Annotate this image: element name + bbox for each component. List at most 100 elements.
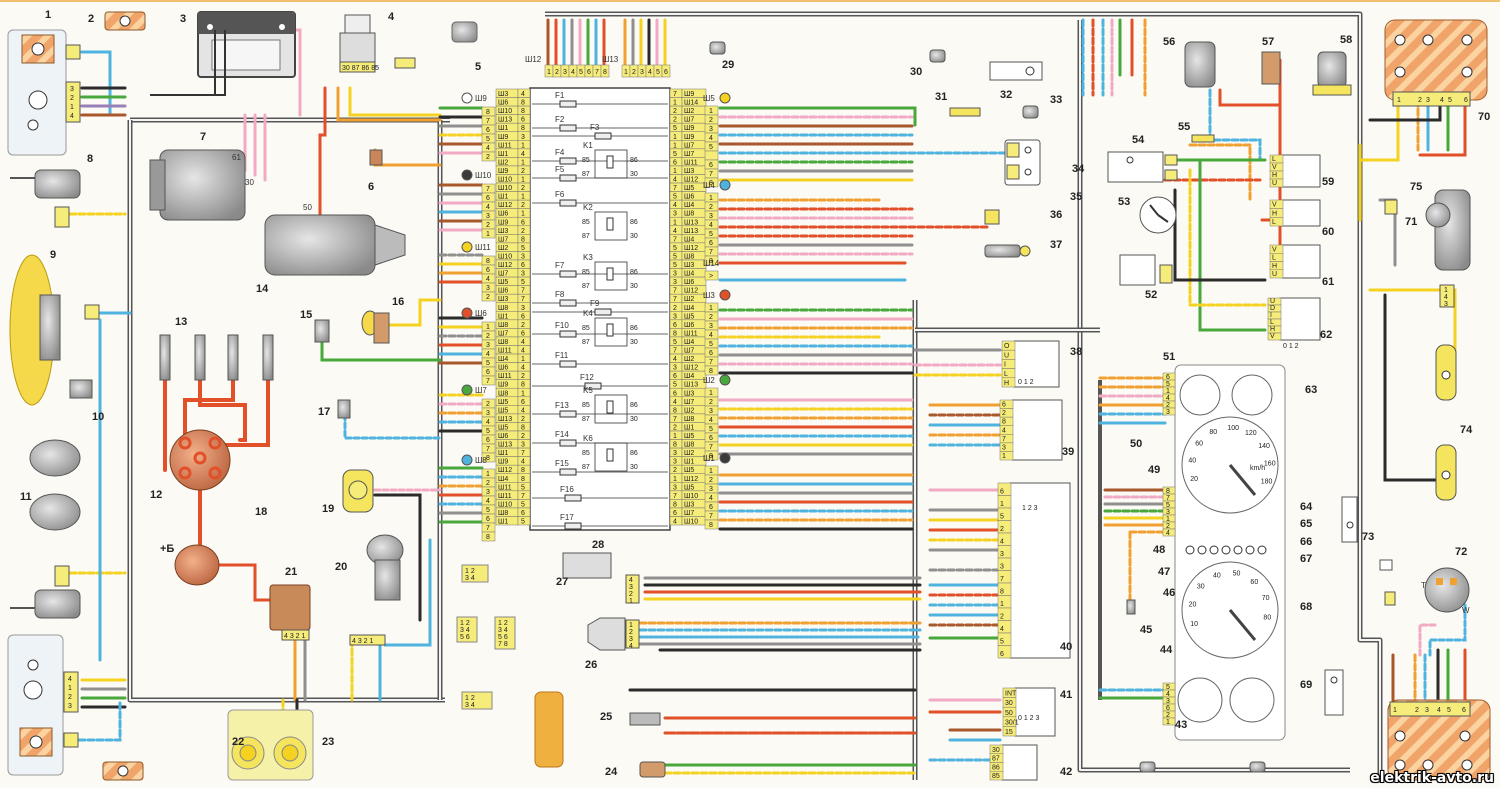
connector-pin: 8 xyxy=(486,109,490,116)
component-4-starter-relay: 30 87 86 85 xyxy=(339,14,379,73)
label-c64: 64 xyxy=(1300,501,1313,513)
pin-connector: Ш7 xyxy=(498,271,508,278)
connector-pin: 3 xyxy=(709,126,713,133)
connector-pin: 7 xyxy=(709,171,713,178)
pin-number: 6 xyxy=(521,313,525,320)
pin-connector: Ш8 xyxy=(498,390,508,397)
svg-text:5: 5 xyxy=(1448,97,1452,104)
switch-pin: H xyxy=(1270,326,1275,333)
pin-connector: Ш9 xyxy=(684,125,694,132)
label-c56: 56 xyxy=(1163,36,1175,48)
switch-pin: 85 xyxy=(992,773,1000,780)
pin-connector: Ш10 xyxy=(498,108,512,115)
label-c3: 3 xyxy=(180,13,186,25)
connector-label: Ш4 xyxy=(703,181,715,190)
switch-pin: 15 xyxy=(1005,729,1013,736)
component-29-door-switch-top xyxy=(709,41,726,55)
pin-connector: Ш4 xyxy=(684,202,694,209)
switch-positions: 1 2 3 xyxy=(1022,505,1038,512)
pin-number: 1 xyxy=(521,177,525,184)
pin-connector: Ш6 xyxy=(684,194,694,201)
connector-pin: 3 xyxy=(486,213,490,220)
tachometer-needle xyxy=(1228,609,1257,641)
connector-pin: 7 xyxy=(486,446,490,453)
cluster-pin: 2 xyxy=(1166,402,1170,409)
fuse-f1: F1 xyxy=(532,91,668,108)
switch-pin: O xyxy=(1004,343,1010,350)
pin-connector: Ш2 xyxy=(684,356,694,363)
svg-text:3: 3 xyxy=(1444,301,1448,308)
label-c30: 30 xyxy=(910,66,922,78)
fuse-f11: F11 xyxy=(532,351,668,368)
connector-label: Ш10 xyxy=(475,171,492,180)
connector-pin: 4 xyxy=(709,417,713,424)
pin-number: 8 xyxy=(521,424,525,431)
component-17-oil-sensor xyxy=(337,399,351,419)
svg-text:1: 1 xyxy=(68,685,72,692)
connector-Ш14: Ш14> xyxy=(703,259,720,281)
label-c61: 61 xyxy=(1322,276,1334,288)
svg-text:2: 2 xyxy=(629,591,633,598)
pin-connector: Ш5 xyxy=(684,467,694,474)
indicator-lamp xyxy=(1257,545,1267,555)
label-c50: 50 xyxy=(1130,438,1142,450)
pin-connector: Ш12 xyxy=(498,202,512,209)
label-alt_61: 61 xyxy=(232,153,241,162)
connector-pin: 2 xyxy=(486,480,490,487)
connector-pin: 8 xyxy=(603,69,607,76)
component-30-door-switch-top xyxy=(929,49,946,63)
component-29-30-rear-door-switches xyxy=(1139,761,1266,773)
pin-number: 7 xyxy=(521,493,525,500)
gauge-63-voltmeter xyxy=(1231,374,1273,416)
pin-number: 5 xyxy=(673,194,677,201)
cluster-pin: 8 xyxy=(1166,488,1170,495)
pin-connector: Ш10 xyxy=(684,493,698,500)
right-connectors: Ш512345678Ш412345678Ш14>Ш312345678Ш21234… xyxy=(703,92,731,530)
label-c10: 10 xyxy=(92,411,104,423)
pin-connector: Ш8 xyxy=(498,322,508,329)
component-35-warning-lamps xyxy=(1004,139,1041,186)
pin-number: 7 xyxy=(673,493,677,500)
label-c68: 68 xyxy=(1300,601,1312,613)
pin-connector: Ш3 xyxy=(684,501,694,508)
cluster-pin: 5 xyxy=(1166,381,1170,388)
fuse-f16: F16 xyxy=(532,485,668,502)
relay-pin: 86 xyxy=(630,219,638,226)
component-71-rear-heater xyxy=(1379,559,1396,606)
relay-pin: 85 xyxy=(582,450,590,457)
connector-pin: 4 xyxy=(486,276,490,283)
pin-number: 7 xyxy=(673,185,677,192)
pin-number: 3 xyxy=(673,211,677,218)
pin-connector: Ш7 xyxy=(498,236,508,243)
pin-connector: Ш12 xyxy=(498,467,512,474)
component-19-brake-fluid-sensor xyxy=(342,469,374,513)
connector-pin: 7 xyxy=(595,69,599,76)
pin-number: 1 xyxy=(521,356,525,363)
pin-connector: Ш13 xyxy=(498,117,512,124)
pin-number: 2 xyxy=(521,202,525,209)
label-c1: 1 xyxy=(45,9,51,21)
relay-pin: 87 xyxy=(582,339,590,346)
fuse-box-right-pin: 5 Ш6 xyxy=(669,191,707,201)
label-c20: 20 xyxy=(335,561,347,573)
fuse-label: F10 xyxy=(555,321,569,330)
connector-pin: 3 xyxy=(486,489,490,496)
component-36-brake-switch xyxy=(984,209,1000,225)
relay-pin: 85 xyxy=(582,219,590,226)
pin-number: 1 xyxy=(673,100,677,107)
pin-connector: Ш4 xyxy=(684,305,694,312)
connector-pin: 1 xyxy=(547,69,551,76)
pin-number: 2 xyxy=(673,424,677,431)
component-7-alternator xyxy=(149,149,246,221)
